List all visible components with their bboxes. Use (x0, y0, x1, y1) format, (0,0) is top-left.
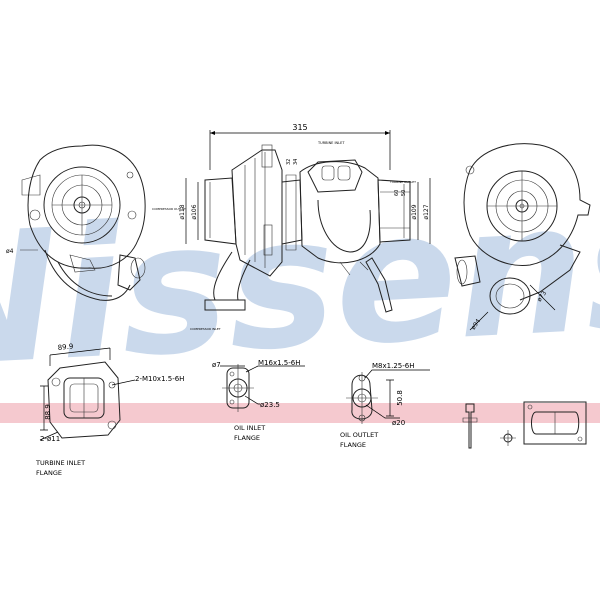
flange-holes-label: 2-ø11 (40, 435, 60, 443)
dia-outer-left-label: ø118 (179, 204, 186, 219)
hole-dia-label: ø4 (6, 248, 14, 255)
watermark-band (0, 403, 600, 423)
turbine-inlet-flange-view: 89.9 88.9 2-M10x1.5-6H 2-ø11 TURBINE INL… (35, 342, 184, 477)
oil-inlet-dia-large: ø23.5 (260, 401, 280, 409)
oil-outlet-caption-2: FLANGE (340, 441, 366, 449)
oil-outlet-flange-view: M8x1.25-6H 50.8 ø20 OIL OUTLET FLANGE (340, 362, 430, 449)
oil-inlet-thread: M16x1.5-6H (258, 359, 300, 367)
oil-outlet-caption-1: OIL OUTLET (340, 431, 378, 439)
flange-width-label: 89.9 (57, 342, 73, 352)
dia-inner-left-label: ø106 (191, 204, 198, 219)
overall-length-label: 315 (292, 123, 307, 132)
oil-inlet-caption-2: FLANGE (234, 434, 260, 442)
turbine-outlet-label: TURBINE OUTLET (389, 180, 416, 184)
turbine-inlet-label: TURBINE INLET (317, 141, 345, 145)
turbine-inlet-flange-caption-2: FLANGE (36, 469, 62, 477)
oil-outlet-dia: ø20 (392, 419, 405, 427)
oil-inlet-dia-small: ø7 (212, 361, 221, 369)
accessory-parts (462, 401, 587, 449)
small-dim-3: 60 (394, 190, 400, 196)
dia-inner-right-label: ø109 (411, 204, 418, 219)
flange-thread-label: 2-M10x1.5-6H (135, 375, 184, 383)
oil-outlet-thread: M8x1.25-6H (372, 362, 414, 370)
compressor-end-view: ø4 (6, 144, 146, 301)
turbine-end-view: ø73 ø94 (454, 143, 591, 331)
oil-inlet-flange-view: ø7 M16x1.5-6H ø23.5 OIL INLET FLANGE (212, 359, 305, 442)
oil-inlet-caption-1: OIL INLET (234, 424, 265, 432)
small-dim-2: 34 (293, 159, 299, 165)
oil-outlet-spacing: 50.8 (396, 390, 404, 406)
flange-height-label: 88.9 (44, 404, 52, 420)
turbine-inlet-flange-caption-1: TURBINE INLET (35, 459, 85, 467)
watermark-brand: Nissens (0, 159, 600, 409)
small-dim-4: 50 (401, 190, 407, 196)
compressor-inlet-label: COMPRESSOR INLET (190, 327, 221, 331)
dia-outer-right-label: ø127 (423, 204, 430, 219)
turbocharger-side-view: 315 ø118 ø106 ø109 ø127 (152, 123, 431, 331)
compressor-outlet-label: COMPRESSOR OUTLET (152, 207, 186, 211)
small-dim-1: 32 (286, 159, 292, 165)
